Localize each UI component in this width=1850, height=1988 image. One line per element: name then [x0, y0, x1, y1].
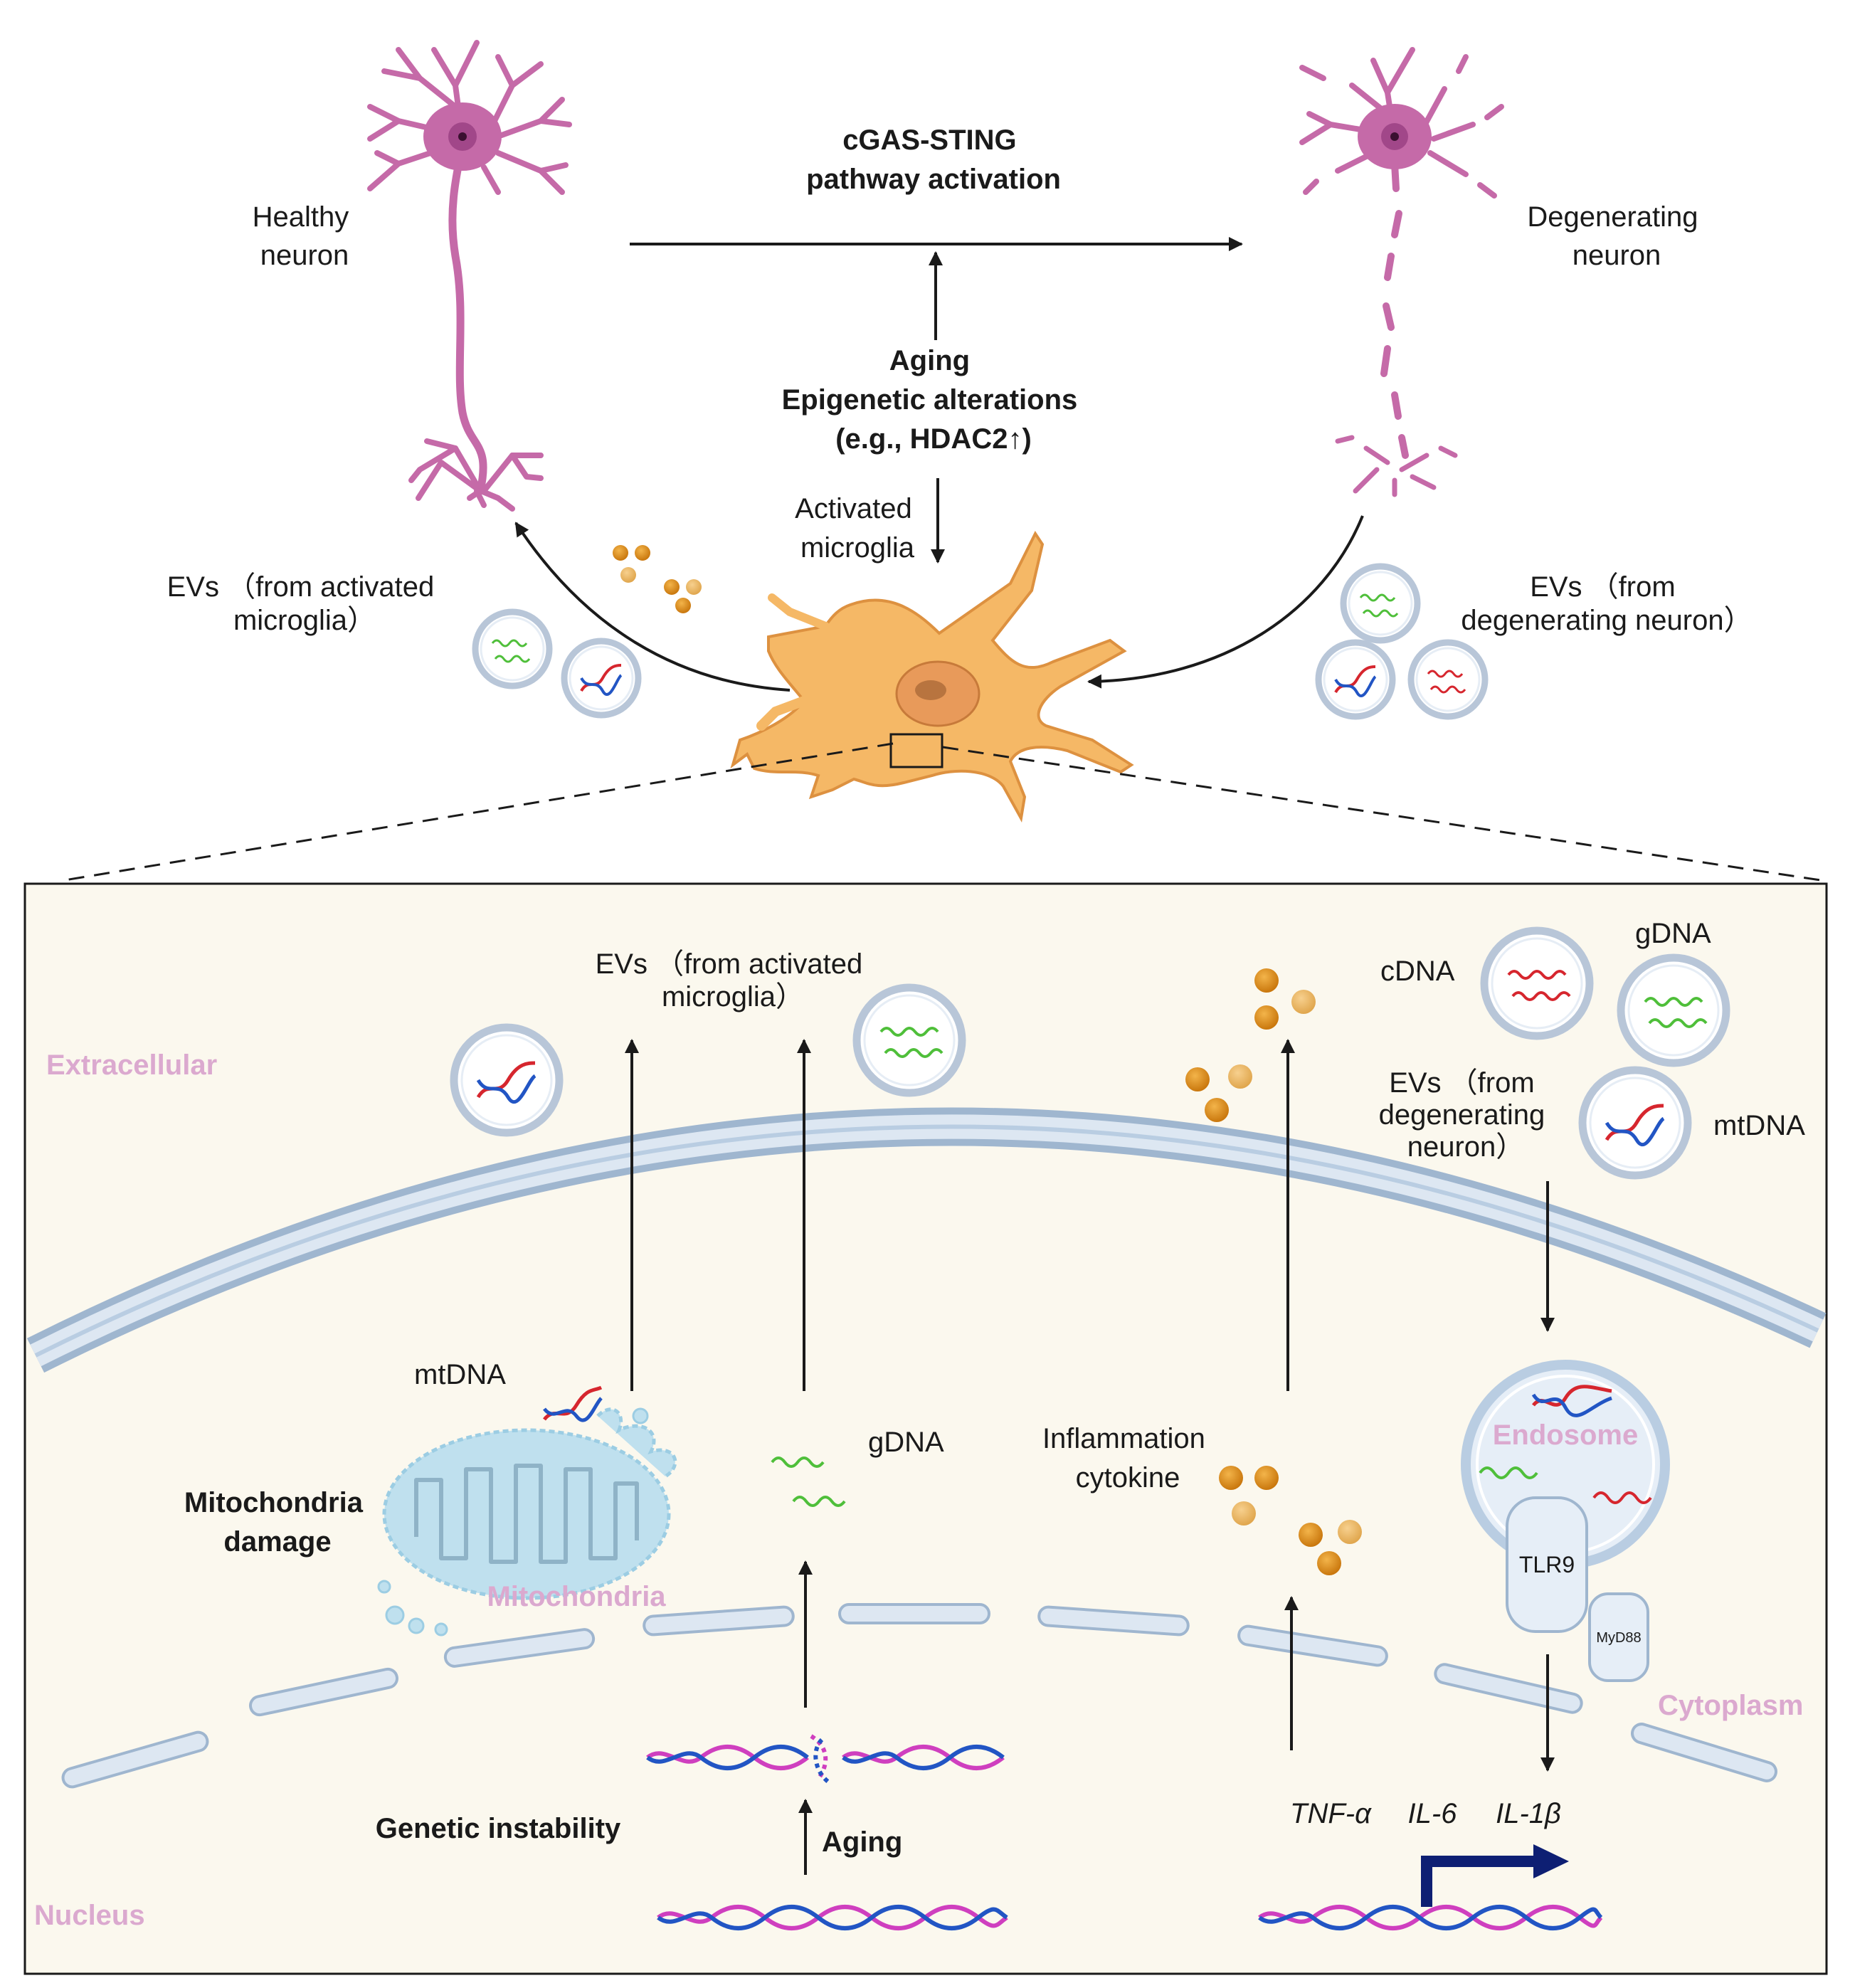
il6-label: IL-6 — [1408, 1798, 1458, 1829]
cytoplasm-label: Cytoplasm — [1658, 1690, 1804, 1721]
healthy-neuron-soma — [423, 102, 502, 171]
intact-dna — [657, 1905, 1008, 1930]
vesicle-gdna-top-left — [475, 612, 549, 686]
endosome-label: Endosome — [1493, 1419, 1638, 1451]
mtdna-left-label: mtDNA — [414, 1359, 506, 1390]
nucleus-label: Nucleus — [34, 1900, 145, 1931]
damaged-mitochondrion — [377, 1407, 677, 1637]
extracellular-label: Extracellular — [46, 1049, 217, 1081]
vesicle-mtdna-top-left — [564, 641, 638, 715]
vesicle-cdna-top-right — [1411, 643, 1485, 717]
mitochondria-label: Mitochondria — [487, 1581, 666, 1612]
myd88-label: MyD88 — [1596, 1630, 1641, 1646]
activated-microglia-cell — [730, 531, 1134, 823]
cytosolic-gdna — [771, 1456, 846, 1507]
evs-to-healthy-arrow — [514, 522, 791, 692]
degenerating-neuron-soma — [1358, 104, 1432, 169]
evs-activated-label-panel: EVs （from activated microglia） — [596, 948, 871, 1012]
tnf-alpha-label: TNF-α — [1290, 1798, 1372, 1829]
zoom-line-right — [942, 746, 1826, 882]
vesicle-mtdna-top-right — [1318, 643, 1392, 717]
cytokine-cluster-top — [613, 545, 702, 613]
degenerating-neuron — [1299, 47, 1504, 497]
healthy-neuron-label: Healthy neuron — [253, 201, 357, 271]
il1b-label: IL-1β — [1496, 1798, 1561, 1829]
degenerating-neuron-label: Degenerating neuron — [1527, 201, 1706, 271]
vesicle-cdna-panel — [1484, 931, 1590, 1036]
evs-activated-label-top: EVs （from activated microglia） — [167, 571, 443, 636]
vesicle-gdna-panel-left — [857, 988, 962, 1093]
cytokine-gene-dna — [1258, 1905, 1603, 1930]
vesicle-mtdna-panel-left — [454, 1027, 559, 1133]
promoter-arrow — [1421, 1844, 1569, 1907]
cytokine-cluster-extracellular — [1185, 968, 1316, 1122]
cell-membrane — [26, 1107, 1827, 1373]
aging-epigenetic-label: Aging Epigenetic alterations (e.g., HDAC… — [782, 345, 1086, 455]
gdna-mid-label: gDNA — [868, 1427, 944, 1458]
mtdna-right-label: mtDNA — [1713, 1110, 1805, 1141]
cytokine-cluster-cytoplasm — [1219, 1466, 1362, 1575]
healthy-neuron — [367, 40, 572, 512]
tlr9-receptor — [1506, 1496, 1588, 1633]
pathway-label: cGAS-STING pathway activation — [806, 125, 1061, 195]
myd88-adaptor — [1588, 1592, 1649, 1682]
activated-microglia-label: Activated microglia — [795, 493, 920, 564]
inflammation-label: Inflammation cytokine — [1042, 1423, 1213, 1493]
mtdna-fragment — [543, 1385, 603, 1422]
vesicle-mtdna-panel-right — [1582, 1070, 1688, 1175]
nuclear-envelope — [61, 1603, 1777, 1789]
evs-to-microglia-arrow — [1087, 515, 1364, 689]
mito-damage-label: Mitochondria damage — [184, 1487, 371, 1558]
zoom-line-left — [60, 742, 894, 882]
aging-label-panel: Aging — [822, 1826, 902, 1858]
genetic-instability-label: Genetic instability — [376, 1813, 621, 1844]
vesicle-gdna-panel-right — [1621, 958, 1726, 1063]
evs-degenerating-label-top: EVs （from degenerating neuron） — [1461, 571, 1752, 636]
evs-degenerating-label-panel: EVs （from degenerating neuron） — [1379, 1067, 1553, 1163]
cdna-label: cDNA — [1380, 956, 1455, 987]
broken-dna — [646, 1734, 1005, 1785]
tlr9-label: TLR9 — [1519, 1552, 1575, 1577]
gdna-top-label: gDNA — [1635, 918, 1711, 949]
zoom-box — [889, 733, 944, 768]
vesicle-gdna-top-right — [1343, 566, 1417, 640]
